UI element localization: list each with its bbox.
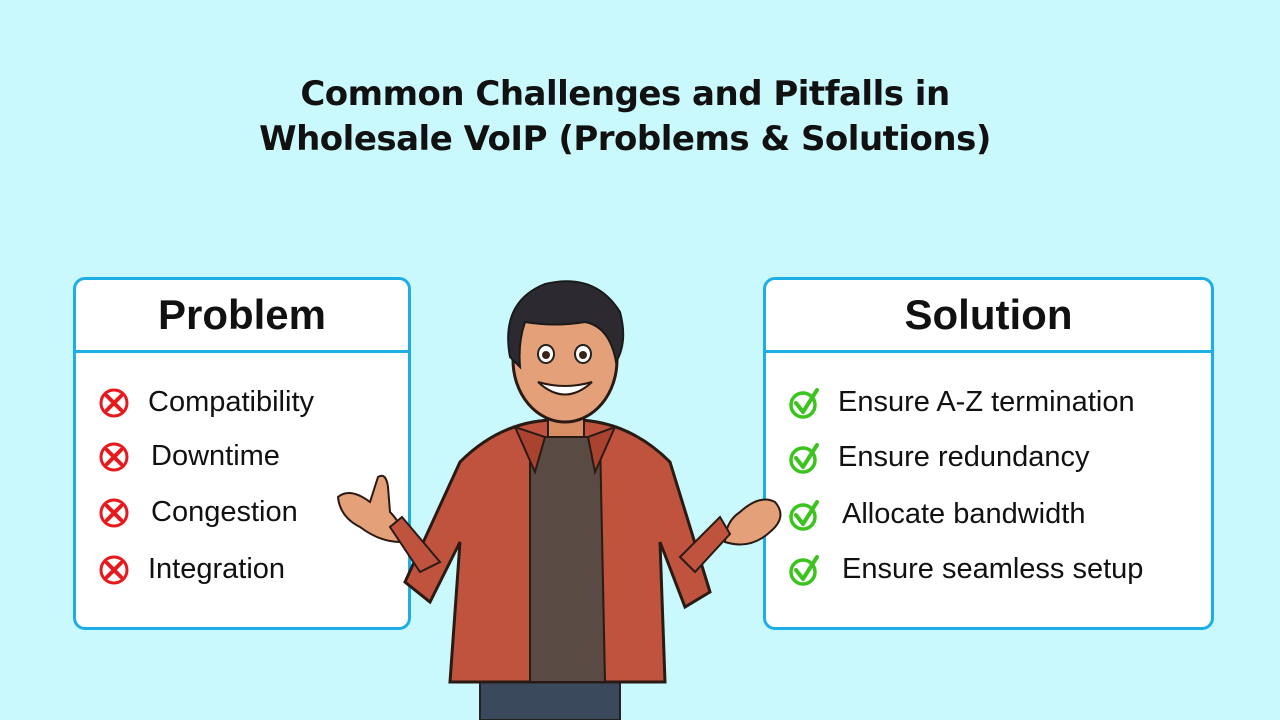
cross-icon (99, 388, 129, 417)
check-icon (789, 554, 819, 586)
cross-icon (99, 442, 129, 471)
title-line-2: Wholesale VoIP (Problems & Solutions) (259, 119, 991, 159)
problem-item: Downtime (98, 440, 280, 473)
problem-item-label: Downtime (151, 440, 280, 472)
solution-item: Ensure seamless setup (788, 553, 1143, 586)
problem-item: Integration (98, 553, 285, 586)
problem-item-label: Congestion (151, 496, 298, 528)
problem-heading: Problem (76, 280, 408, 353)
check-icon (789, 387, 819, 419)
solution-item: Ensure redundancy (788, 441, 1090, 474)
problem-item: Congestion (98, 496, 298, 529)
problem-item-label: Integration (148, 553, 286, 585)
solution-heading: Solution (766, 280, 1211, 353)
problem-card: Problem Compatibility Downtime Congestio… (73, 277, 411, 630)
solution-item-label: Allocate bandwidth (842, 498, 1086, 530)
solution-item-label: Ensure redundancy (838, 441, 1090, 473)
check-icon (789, 442, 819, 474)
page-title: Common Challenges and Pitfalls in Wholes… (0, 72, 1250, 162)
solution-item-label: Ensure seamless setup (842, 553, 1144, 585)
problem-item-label: Compatibility (148, 386, 314, 418)
title-line-1: Common Challenges and Pitfalls in (300, 74, 950, 114)
cross-icon (99, 555, 129, 584)
solution-item-label: Ensure A-Z termination (838, 386, 1135, 418)
problem-item: Compatibility (98, 386, 314, 419)
solution-item: Ensure A-Z termination (788, 386, 1135, 419)
solution-item: Allocate bandwidth (788, 498, 1085, 531)
cross-icon (99, 498, 129, 527)
check-icon (789, 499, 819, 531)
solution-card: Solution Ensure A-Z termination Ensure r… (763, 277, 1214, 630)
presenter-illustration (336, 280, 782, 720)
